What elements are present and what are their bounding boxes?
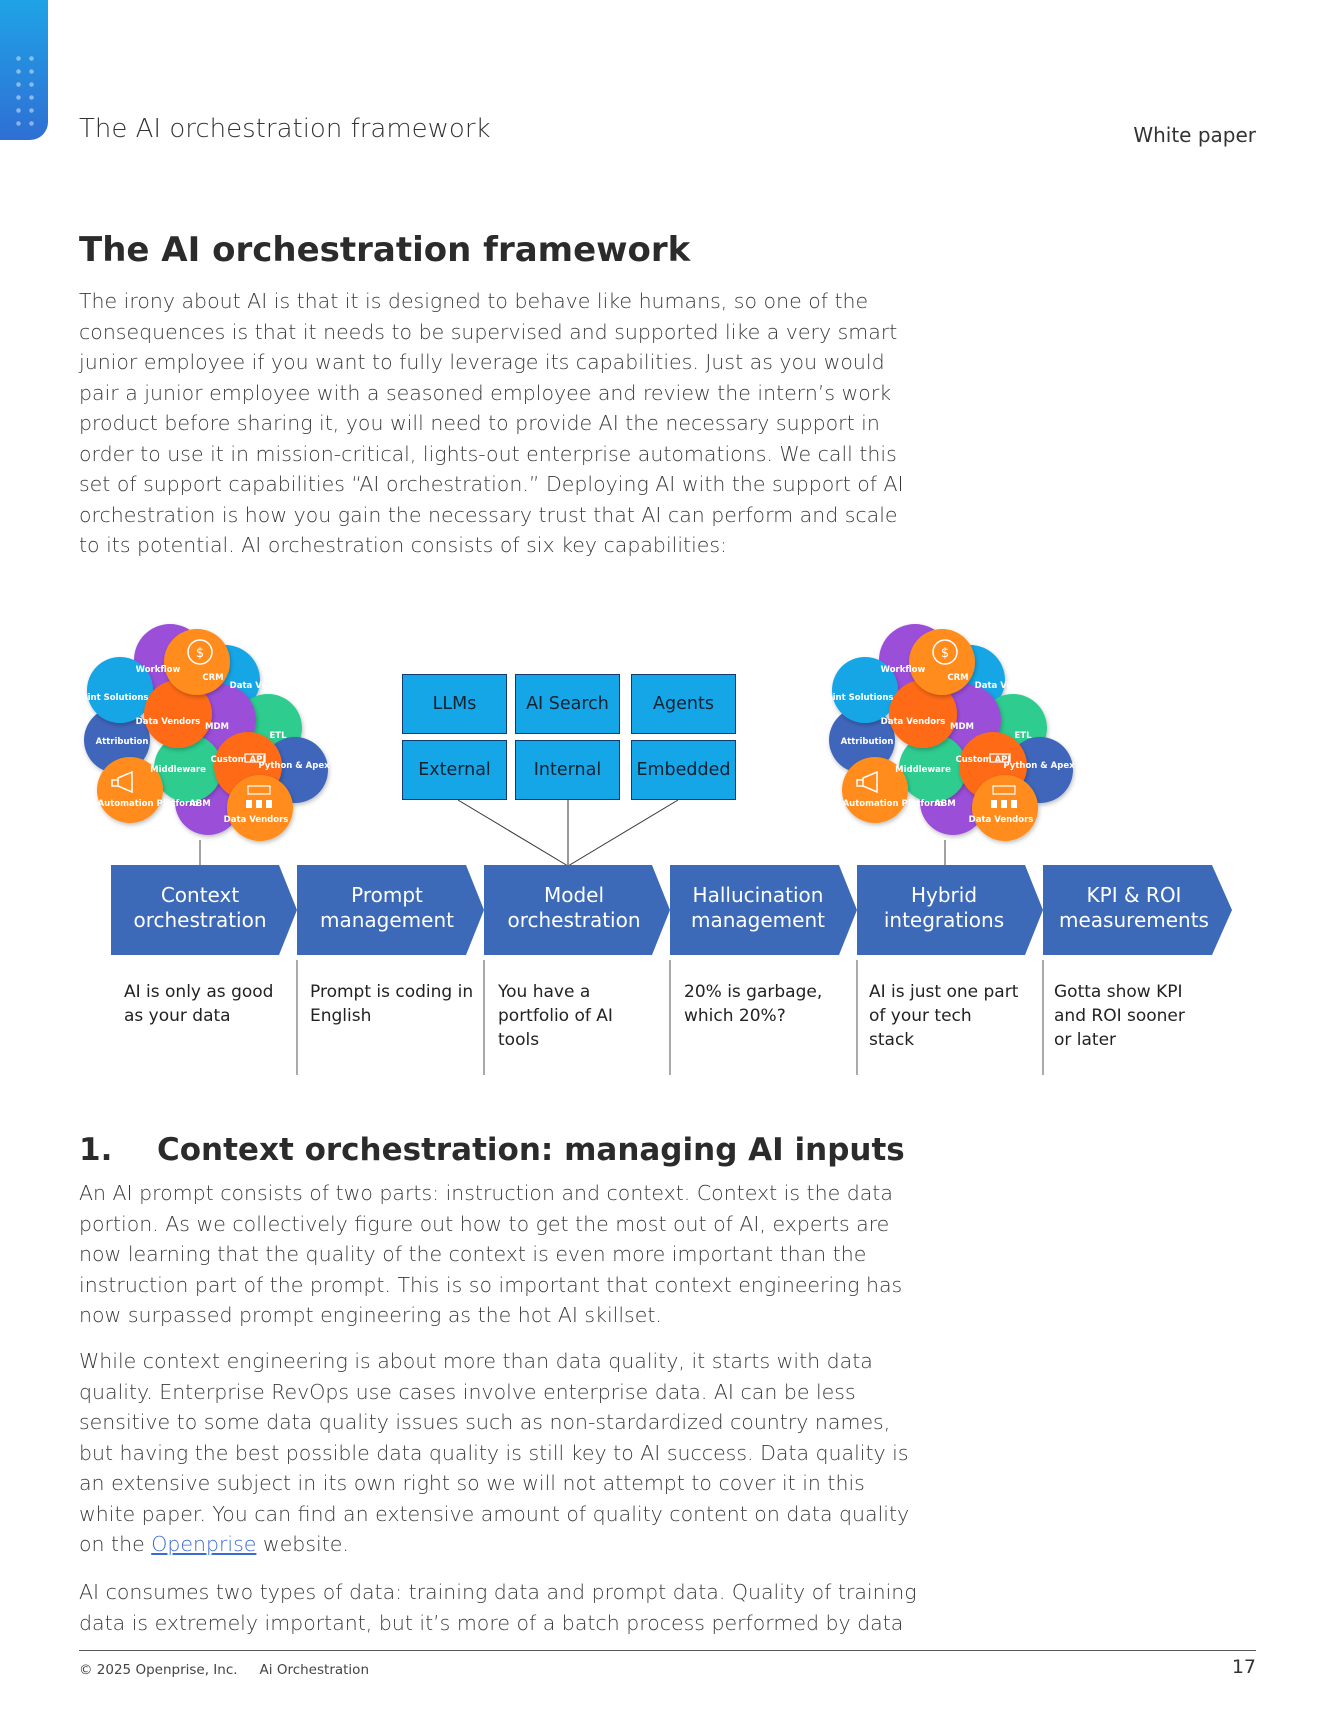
bubble-label: Python & Apex	[258, 761, 330, 771]
tool-box-agents: Agents	[631, 674, 736, 734]
bubble-label: MDM	[205, 722, 229, 732]
footer-rule	[79, 1650, 1256, 1651]
bubble-label: Data Vendors	[969, 815, 1034, 825]
bubble-label: Marketing Automation Platform	[791, 799, 943, 809]
step-label-3a: Model	[544, 883, 604, 907]
step-quote-2: Prompt is coding in English	[310, 982, 474, 1026]
subsection-title: 1. Context orchestration: managing AI inp…	[79, 1132, 905, 1168]
bubble-label: ETL	[269, 731, 287, 741]
bubble-label: Data Vendors	[224, 815, 289, 825]
bubble-label: Workflow	[136, 665, 181, 675]
section-title: The AI orchestration framework	[79, 230, 691, 270]
bubble-label: Marketing Automation Platform	[46, 799, 198, 809]
footer-copyright: © 2025 Openprise, Inc.	[79, 1662, 238, 1678]
step-context-orchestration	[111, 865, 297, 955]
bubble-label: Point Solutions	[821, 693, 894, 703]
step-prompt-management	[297, 865, 484, 955]
bubble-label: CRM	[947, 673, 968, 683]
tool-box-embedded: Embedded	[631, 740, 736, 800]
step-hybrid-integrations	[857, 865, 1043, 955]
bubble-label: Custom API	[210, 755, 265, 765]
dot-pattern	[12, 52, 38, 132]
bubble-label: MDM	[950, 722, 974, 732]
corner-accent	[0, 0, 48, 140]
step-label-1a: Context	[161, 883, 240, 907]
bubble-label: Custom API	[955, 755, 1010, 765]
tool-box-internal: Internal	[515, 740, 620, 800]
tool-box-llms: LLMs	[402, 674, 507, 734]
footer-doc-name: Ai Orchestration	[259, 1662, 369, 1678]
bubble-label: Workflow	[881, 665, 926, 675]
step-quote-5: AI is just one part of your tech stack	[869, 982, 1019, 1050]
subsection-title-text: Context orchestration: managing AI input…	[157, 1132, 905, 1168]
bubble-label: ABM	[189, 799, 211, 809]
step-label-5b: integrations	[884, 908, 1004, 932]
step-hallucination-management	[670, 865, 857, 955]
bubble-label: Data Vendors	[230, 681, 295, 691]
bubble-label: Data Vendors	[881, 717, 946, 727]
bubble-label: Attribution	[841, 737, 894, 747]
step-label-4a: Hallucination	[693, 883, 824, 907]
intro-paragraph: The irony about AI is that it is designe…	[79, 289, 904, 557]
tool-box-external: External	[402, 740, 507, 800]
framework-diagram: $ Workflow CRM Data Vendors Point Soluti…	[46, 600, 1232, 1075]
body-paragraph-3: AI consumes two types of data: training …	[79, 1580, 917, 1635]
step-quote-3: You have a portfolio of AI tools	[498, 982, 613, 1050]
bubble-label: Python & Apex	[1003, 761, 1075, 771]
bubble-label: CRM	[202, 673, 223, 683]
step-label-3b: orchestration	[507, 908, 640, 932]
bubble-label: ABM	[934, 799, 956, 809]
body-paragraph-1: An AI prompt consists of two parts: inst…	[79, 1181, 903, 1327]
tool-box-ai-search: AI Search	[515, 674, 620, 734]
running-header-label: White paper	[1133, 123, 1256, 147]
step-label-6a: KPI & ROI	[1087, 883, 1182, 907]
running-header-title: The AI orchestration framework	[79, 114, 491, 144]
data-sources-cluster-left: Workflow CRM Data Vendors Point Solution…	[46, 624, 330, 841]
openprise-link[interactable]: Openprise	[151, 1532, 257, 1556]
data-sources-cluster-right: Workflow CRM Data Vendors Point Solution…	[791, 624, 1075, 841]
step-label-2b: management	[320, 908, 454, 932]
body-paragraph-2: While context engineering is about more …	[79, 1346, 919, 1560]
page-number: 17	[1231, 1656, 1256, 1678]
step-model-orchestration	[484, 865, 670, 955]
bubble-label: Data Vendors	[975, 681, 1040, 691]
bubble-label: Middleware	[895, 765, 951, 775]
subsection-number: 1.	[79, 1132, 113, 1168]
step-label-2a: Prompt	[351, 883, 423, 907]
step-kpi-roi-measurements	[1043, 865, 1232, 955]
step-quote-6: Gotta show KPI and ROI sooner or later	[1054, 982, 1185, 1050]
bubble-label: Point Solutions	[76, 693, 149, 703]
step-label-1b: orchestration	[133, 908, 266, 932]
step-label-6b: measurements	[1059, 908, 1209, 932]
paragraph-text: While context engineering is about more …	[79, 1349, 910, 1556]
footer-left: © 2025 Openprise, Inc. Ai Orchestration	[79, 1662, 369, 1678]
step-label-5a: Hybrid	[911, 883, 977, 907]
paragraph-text: website.	[256, 1532, 349, 1556]
step-quote-1: AI is only as good as your data	[124, 982, 274, 1026]
bubble-label: Data Vendors	[136, 717, 201, 727]
bubble-label: Middleware	[150, 765, 206, 775]
bubble-label: ETL	[1014, 731, 1032, 741]
step-label-4b: management	[691, 908, 825, 932]
bubble-label: Attribution	[96, 737, 149, 747]
step-quote-4: 20% is garbage, which 20%?	[684, 982, 823, 1026]
